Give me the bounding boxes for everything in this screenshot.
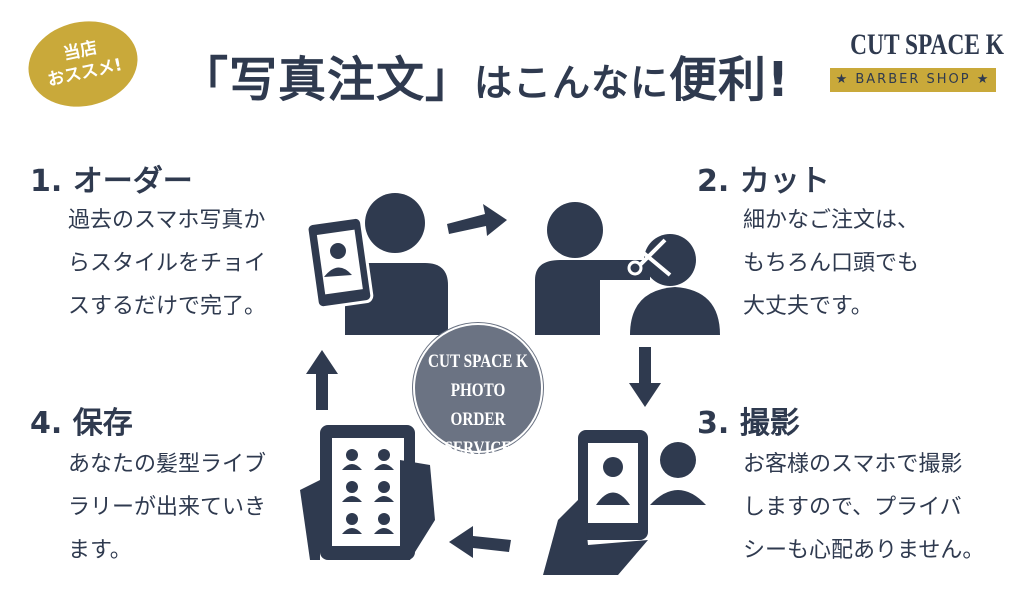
- text-line: シーも心配ありません。: [743, 538, 985, 563]
- text-line: 過去のスマホ写真か: [68, 208, 266, 233]
- seal-line: PHOTO ORDER: [450, 380, 506, 430]
- logo-banner: ★ BARBER SHOP ★: [830, 68, 996, 92]
- step-3-heading: 3. 撮影: [697, 406, 800, 441]
- arrow-up-icon: [306, 350, 338, 410]
- step-1-heading: 1. オーダー: [30, 164, 193, 199]
- text-line: しますので、プライバ: [743, 495, 962, 520]
- photo-order-seal: CUT SPACE K PHOTO ORDER SERVICE: [413, 323, 543, 459]
- title-part: 便利!: [669, 52, 790, 108]
- text-line: らスタイルをチョイ: [68, 251, 267, 276]
- text-line: スするだけで完了。: [68, 294, 267, 319]
- page-title: 「写真注文」はこんなに便利!: [180, 40, 790, 110]
- title-part: 「写真注文」: [180, 52, 475, 108]
- step-4-heading: 4. 保存: [30, 406, 133, 441]
- text-line: 細かなご注文は、: [743, 208, 920, 233]
- hand-holding-phone-icon: [543, 430, 706, 575]
- arrow-right-icon: [447, 204, 507, 236]
- seal-line: CUT SPACE K: [428, 351, 528, 372]
- step-2-heading: 2. カット: [697, 164, 830, 199]
- barber-cutting-icon: [535, 202, 720, 335]
- arrow-down-icon: [629, 347, 661, 407]
- text-line: もちろん口頭でも: [743, 251, 920, 276]
- step-3-text: お客様のスマホで撮影 しますので、プライバ シーも心配ありません。: [743, 443, 984, 572]
- text-line: お客様のスマホで撮影: [743, 452, 963, 477]
- seal-line: SERVICE: [444, 438, 512, 459]
- tablet-photo-library-icon: [300, 425, 435, 560]
- text-line: あなたの髪型ライブ: [68, 452, 267, 477]
- arrow-left-icon: [449, 526, 511, 558]
- person-with-phone-icon: [305, 193, 448, 335]
- step-1-text: 過去のスマホ写真か らスタイルをチョイ スするだけで完了。: [68, 199, 266, 328]
- text-line: ます。: [68, 538, 132, 563]
- text-line: ラリーが出来ていき: [68, 495, 267, 520]
- recommend-badge: 当店 おススメ!: [20, 11, 146, 117]
- step-4-text: あなたの髪型ライブ ラリーが出来ていき ます。: [68, 443, 266, 572]
- step-2-text: 細かなご注文は、 もちろん口頭でも 大丈夫です。: [743, 199, 919, 328]
- text-line: 大丈夫です。: [743, 294, 873, 319]
- logo-name: CUT SPACE K: [850, 28, 1005, 61]
- title-part: はこんなに: [474, 61, 670, 105]
